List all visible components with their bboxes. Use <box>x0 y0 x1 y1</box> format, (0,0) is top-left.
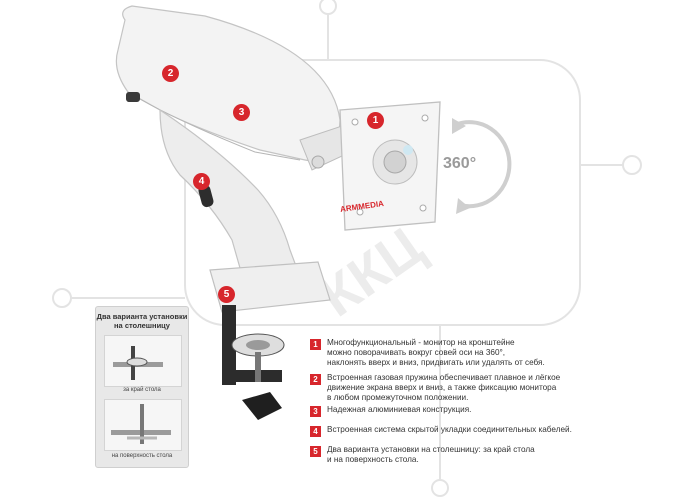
feature-item-5: 5 Два варианта установки на столешницу: … <box>310 445 610 465</box>
feature-text: Два варианта установки на столешницу: за… <box>327 445 535 464</box>
mount-options-title: Два варианта установки на столешницу <box>96 312 188 330</box>
surface-mount-caption: на поверхность стола <box>111 453 173 459</box>
edge-mount-image <box>104 335 182 387</box>
feature-number: 3 <box>310 406 321 417</box>
feature-text: Надежная алюминиевая конструкция. <box>327 405 472 414</box>
feature-item-2: 2 Встроенная газовая пружина обеспечивае… <box>310 373 610 403</box>
callout-badge-1: 1 <box>367 112 384 129</box>
desk-clamp <box>222 305 285 420</box>
callout-badge-3: 3 <box>233 104 250 121</box>
mount-options-panel: Два варианта установки на столешницу за … <box>95 306 189 468</box>
callout-badge-4: 4 <box>193 173 210 190</box>
feature-text: Многофункциональный - монитор на кронште… <box>327 338 545 367</box>
feature-item-4: 4 Встроенная система скрытой укладки сое… <box>310 425 610 437</box>
edge-mount-caption: за край стола <box>123 387 161 393</box>
feature-item-1: 1 Многофункциональный - монитор на кронш… <box>310 338 610 368</box>
feature-item-3: 3 Надежная алюминиевая конструкция. <box>310 405 610 417</box>
rotation-label: 360° <box>443 155 477 172</box>
callout-badge-5: 5 <box>218 286 235 303</box>
feature-number: 1 <box>310 339 321 350</box>
vesa-plate <box>339 101 441 231</box>
feature-number: 5 <box>310 446 321 457</box>
svg-text:ККЦ: ККЦ <box>308 214 434 328</box>
surface-mount-image <box>104 399 182 451</box>
feature-text: Встроенная система скрытой укладки соеди… <box>327 425 572 434</box>
feature-text: Встроенная газовая пружина обеспечивает … <box>327 373 561 402</box>
callout-badge-2: 2 <box>162 65 179 82</box>
rotation-arrow <box>454 120 512 209</box>
feature-number: 2 <box>310 374 321 385</box>
feature-number: 4 <box>310 426 321 437</box>
